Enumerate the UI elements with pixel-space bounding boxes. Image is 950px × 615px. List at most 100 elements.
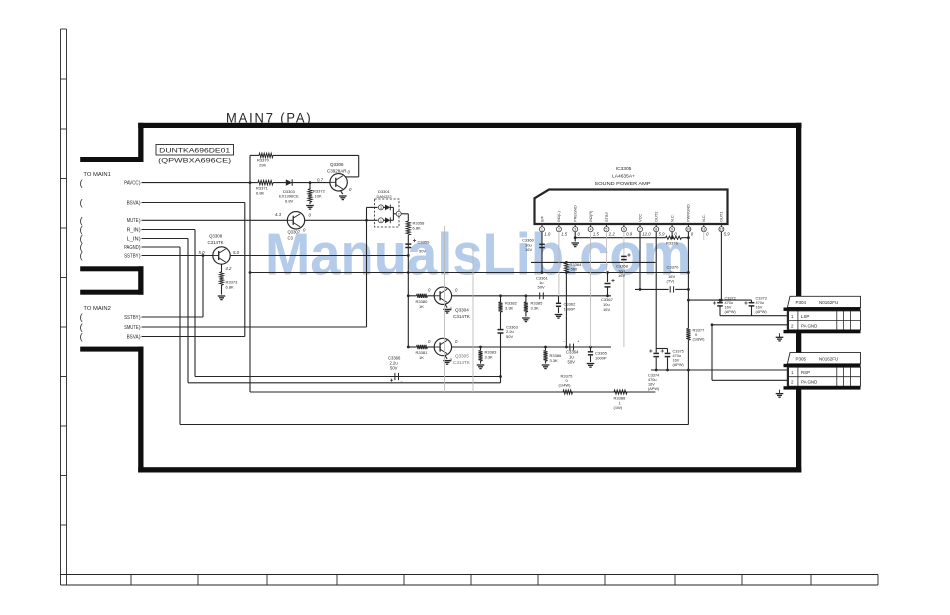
svg-text:1u: 1u [669, 269, 673, 274]
svg-text:(: ( [80, 178, 83, 188]
svg-text:STBY: STBY [604, 211, 609, 222]
svg-text:2: 2 [791, 323, 794, 328]
svg-text:R3377: R3377 [693, 328, 706, 333]
svg-text:PA GND: PA GND [801, 323, 817, 328]
svg-text:R3370: R3370 [257, 158, 270, 163]
svg-text:C314TK: C314TK [453, 314, 471, 319]
svg-text:(APW): (APW) [725, 310, 737, 314]
svg-text:1K: 1K [419, 304, 424, 309]
svg-text:ManualsLib.com: ManualsLib.com [265, 222, 691, 288]
svg-text:50V: 50V [538, 285, 545, 290]
svg-text:−: − [563, 339, 565, 343]
svg-text:470u: 470u [756, 301, 764, 305]
svg-text:OUT2: OUT2 [654, 212, 659, 222]
svg-text:0: 0 [428, 288, 431, 293]
svg-text:VCC: VCC [637, 214, 642, 222]
svg-text:(QPWBXA696CE): (QPWBXA696CE) [158, 158, 231, 165]
svg-text:3.3K: 3.3K [531, 305, 540, 310]
svg-text:): ) [139, 335, 141, 341]
svg-text:0: 0 [348, 170, 351, 175]
svg-text:R3383: R3383 [485, 350, 498, 355]
svg-text:29K: 29K [259, 163, 266, 168]
svg-text:10K: 10K [315, 193, 322, 198]
svg-text:4.2: 4.2 [225, 266, 232, 271]
svg-text:C3366: C3366 [388, 356, 401, 361]
svg-text:16V: 16V [725, 305, 732, 309]
svg-text:(: ( [80, 322, 83, 332]
svg-text:C3362: C3362 [564, 302, 577, 307]
svg-text:2.2u: 2.2u [390, 361, 399, 366]
svg-text:10u: 10u [525, 242, 532, 247]
svg-text:R3371: R3371 [256, 185, 269, 190]
svg-text:0.9: 0.9 [626, 232, 633, 237]
svg-text:6.8K: 6.8K [413, 226, 422, 231]
svg-text:3.3K: 3.3K [505, 305, 514, 310]
svg-text:1: 1 [791, 370, 794, 375]
svg-text:): ) [139, 237, 141, 243]
svg-text:12: 12 [720, 228, 724, 232]
svg-text:D3303: D3303 [283, 189, 296, 194]
svg-text:1000P: 1000P [564, 306, 576, 311]
svg-text:C314TK: C314TK [208, 240, 224, 245]
svg-text:EX1396CE: EX1396CE [279, 194, 299, 199]
svg-text:0: 0 [455, 288, 458, 293]
svg-text:SOUND POWER AMP: SOUND POWER AMP [595, 181, 651, 187]
svg-text:C3374: C3374 [648, 374, 659, 378]
svg-text:): ) [139, 218, 141, 224]
svg-text:R3386: R3386 [550, 353, 563, 358]
svg-text:1: 1 [541, 228, 543, 232]
svg-text:(1/4W): (1/4W) [559, 383, 572, 388]
svg-text:0: 0 [695, 332, 698, 337]
svg-text:R3373: R3373 [226, 280, 239, 285]
svg-text:RSP: RSP [801, 370, 810, 375]
svg-text:PAVCC: PAVCC [124, 180, 139, 186]
svg-text:IN2(R): IN2(R) [588, 210, 593, 222]
svg-text:C3359: C3359 [418, 240, 431, 245]
svg-text:(APW): (APW) [673, 363, 685, 367]
svg-text:3.3K: 3.3K [550, 358, 559, 363]
svg-text:C3368: C3368 [616, 264, 629, 269]
svg-text:IC3305: IC3305 [616, 166, 632, 172]
svg-text:(: ( [80, 332, 83, 342]
svg-text:N0162FU: N0162FU [819, 300, 838, 305]
svg-text:1: 1 [791, 314, 794, 319]
svg-text:1.5: 1.5 [593, 232, 600, 237]
svg-text:0: 0 [455, 339, 458, 344]
svg-text:(: ( [80, 198, 83, 208]
svg-text:N0162FU: N0162FU [819, 356, 838, 361]
svg-text:BSVA: BSVA [127, 200, 140, 206]
svg-text:0: 0 [349, 187, 352, 192]
svg-text:): ) [139, 228, 141, 234]
svg-text:): ) [139, 181, 141, 187]
svg-text:16V: 16V [603, 307, 610, 312]
svg-text:3: 3 [380, 206, 382, 210]
svg-text:R3388: R3388 [614, 396, 627, 401]
svg-text:BSVA: BSVA [127, 334, 140, 340]
svg-text:B/F: B/F [539, 215, 544, 222]
svg-text:Q3308: Q3308 [209, 234, 223, 239]
svg-text:10u: 10u [618, 268, 625, 273]
svg-text:0: 0 [309, 213, 312, 218]
svg-text:C3370: C3370 [667, 265, 680, 270]
svg-text:MAIN7 (PA): MAIN7 (PA) [226, 109, 313, 125]
svg-text:2: 2 [791, 380, 794, 385]
svg-text:DUNTKA696DE01: DUNTKA696DE01 [159, 148, 230, 155]
svg-text:SSTBY: SSTBY [124, 253, 139, 259]
svg-text:(: ( [80, 234, 83, 244]
svg-text:5.0: 5.0 [233, 250, 240, 255]
svg-text:5.0: 5.0 [199, 250, 206, 255]
svg-text:R3376: R3376 [666, 241, 679, 246]
svg-text:50V: 50V [419, 248, 426, 253]
svg-text:50V: 50V [506, 334, 513, 339]
svg-text:Q3307: Q3307 [288, 230, 301, 235]
svg-text:SMUTE: SMUTE [124, 325, 139, 331]
svg-text:(: ( [80, 216, 83, 226]
svg-text:C3928AR: C3928AR [327, 169, 347, 174]
svg-text:R3380: R3380 [416, 299, 429, 304]
svg-text:(1W): (1W) [614, 405, 623, 410]
svg-text:(: ( [80, 251, 83, 261]
svg-text:C3372: C3372 [725, 296, 736, 300]
svg-text:D3301: D3301 [378, 189, 391, 194]
svg-text:5: 5 [606, 228, 608, 232]
svg-text:12.0: 12.0 [642, 232, 651, 237]
